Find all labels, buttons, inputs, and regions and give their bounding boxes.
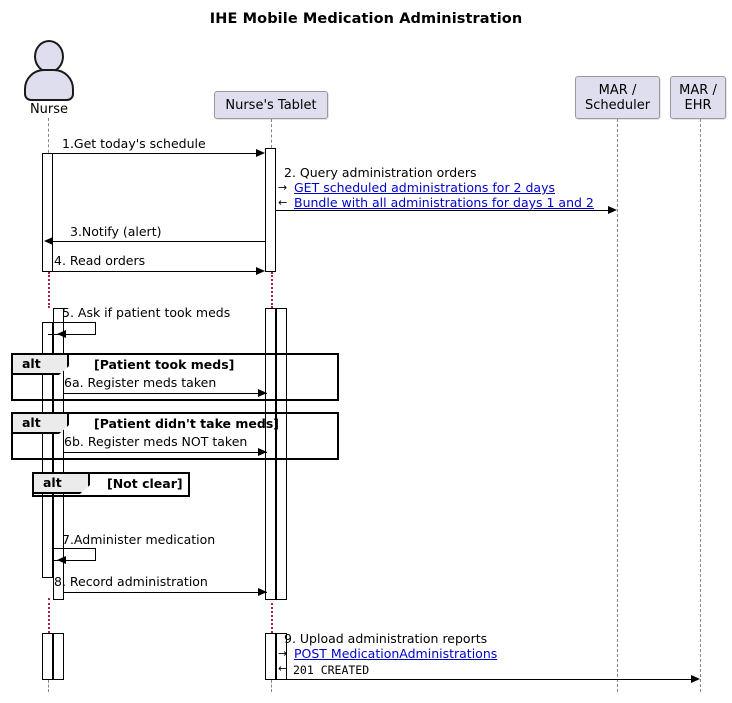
participant-mar-scheduler-label-line1: MAR / <box>598 82 637 98</box>
fragment-alt-2-guard: [Patient didn't take meds] <box>94 416 279 431</box>
message-3-label: 3.Notify (alert) <box>70 224 162 239</box>
message-9-arrowhead <box>691 675 700 683</box>
message-2-note-1: GET scheduled administrations for 2 days <box>294 180 555 196</box>
message-4-line <box>53 271 256 272</box>
message-7-self-loop <box>53 548 96 561</box>
message-9-note-1-arrow-icon: → <box>278 647 288 660</box>
message-2-note-2-link[interactable]: Bundle with all administrations for days… <box>294 195 594 210</box>
lifeline-tablet-highlight-3 <box>271 598 273 633</box>
message-6a-label: 6a. Register meds taken <box>64 375 217 390</box>
message-7-arrowhead <box>57 556 66 564</box>
message-6a-arrowhead <box>258 389 267 397</box>
message-1-label: 1.Get today's schedule <box>62 136 206 151</box>
lifeline-mar-ehr <box>700 119 701 692</box>
message-2-note-2: Bundle with all administrations for days… <box>294 195 594 211</box>
message-8-arrowhead <box>258 588 267 596</box>
fragment-alt-1-tab: alt <box>13 355 69 375</box>
message-9-note-1-link[interactable]: POST MedicationAdministrations <box>294 646 498 661</box>
fragment-alt-3-keyword: alt <box>43 475 62 490</box>
message-2-note-1-arrow-icon: → <box>278 181 288 194</box>
message-2-arrowhead <box>608 206 617 214</box>
lifeline-tablet-highlight-1 <box>271 272 273 308</box>
fragment-alt-3: alt [Not clear] <box>32 472 190 497</box>
message-4-label: 4. Read orders <box>54 253 146 268</box>
message-3-arrowhead <box>44 237 53 245</box>
activation-tablet-2-inner <box>276 308 287 600</box>
activation-nurse-2-inner <box>53 308 64 600</box>
message-9-note-2: 201 CREATED <box>293 663 370 677</box>
lifeline-nurse-highlight-1 <box>48 272 50 308</box>
actor-body-shape <box>24 69 74 101</box>
message-6b-arrowhead <box>258 448 267 456</box>
message-9-line <box>287 679 691 680</box>
fragment-alt-3-guard: [Not clear] <box>107 476 183 491</box>
message-8-line <box>64 592 267 593</box>
message-2-note-1-link[interactable]: GET scheduled administrations for 2 days <box>294 180 555 195</box>
person-actor-icon <box>34 40 64 73</box>
participant-mar-scheduler[interactable]: MAR / Scheduler <box>575 76 660 119</box>
lifeline-nurse <box>48 118 49 158</box>
message-1-line <box>53 153 256 154</box>
message-9-note-1: POST MedicationAdministrations <box>294 646 497 662</box>
message-4-arrowhead <box>256 267 265 275</box>
message-2-note-2-arrow-icon: ← <box>278 196 288 209</box>
message-5-label: 5. Ask if patient took meds <box>62 305 231 320</box>
message-6b-line <box>64 452 267 453</box>
message-9-label: 9. Upload administration reports <box>284 631 488 646</box>
diagram-title: IHE Mobile Medication Administration <box>209 11 523 27</box>
fragment-alt-2-keyword: alt <box>22 415 41 430</box>
activation-nurse-3-inner <box>53 633 64 680</box>
lifeline-tablet-bottom <box>271 680 272 692</box>
activation-nurse-3-outer <box>42 633 53 680</box>
message-6a-line <box>64 393 267 394</box>
lifeline-nurses-tablet <box>271 119 272 153</box>
fragment-alt-1-keyword: alt <box>22 356 41 371</box>
fragment-alt-2: alt [Patient didn't take meds] <box>11 412 339 460</box>
activation-nurse-1 <box>42 153 53 272</box>
fragment-alt-1-guard: [Patient took meds] <box>94 357 235 372</box>
message-3-line <box>53 241 265 242</box>
message-9-note-2-arrow-icon: ← <box>278 662 288 675</box>
activation-tablet-1 <box>265 148 276 272</box>
activation-tablet-3-inner <box>276 633 287 680</box>
actor-nurse-label: Nurse <box>29 102 69 117</box>
participant-nurses-tablet-label: Nurse's Tablet <box>225 97 317 113</box>
message-2-label: 2. Query administration orders <box>284 165 477 180</box>
activation-nurse-2-outer <box>42 322 53 578</box>
participant-mar-ehr[interactable]: MAR / EHR <box>670 76 726 119</box>
participant-nurses-tablet[interactable]: Nurse's Tablet <box>214 91 328 119</box>
fragment-alt-1: alt [Patient took meds] <box>11 353 339 401</box>
message-1-arrowhead <box>256 149 265 157</box>
lifeline-mar-scheduler <box>617 119 618 692</box>
fragment-alt-2-tab: alt <box>13 414 69 434</box>
message-7-label: 7.Administer medication <box>62 532 216 547</box>
message-6b-label: 6b. Register meds NOT taken <box>64 434 248 449</box>
message-5-self-loop <box>48 322 96 335</box>
participant-mar-scheduler-label-line2: Scheduler <box>584 97 651 113</box>
message-5-arrowhead <box>57 330 66 338</box>
lifeline-nurse-bottom <box>48 680 49 692</box>
participant-mar-ehr-label-line2: EHR <box>684 97 712 113</box>
actor-nurse[interactable]: Nurse <box>22 40 76 140</box>
activation-tablet-3-outer <box>265 633 276 680</box>
message-2-line <box>276 210 608 211</box>
participant-mar-ehr-label-line1: MAR / <box>679 82 717 98</box>
message-8-label: 8. Record administration <box>54 574 208 589</box>
fragment-alt-3-tab: alt <box>34 474 90 494</box>
lifeline-nurse-highlight-3 <box>48 598 50 633</box>
